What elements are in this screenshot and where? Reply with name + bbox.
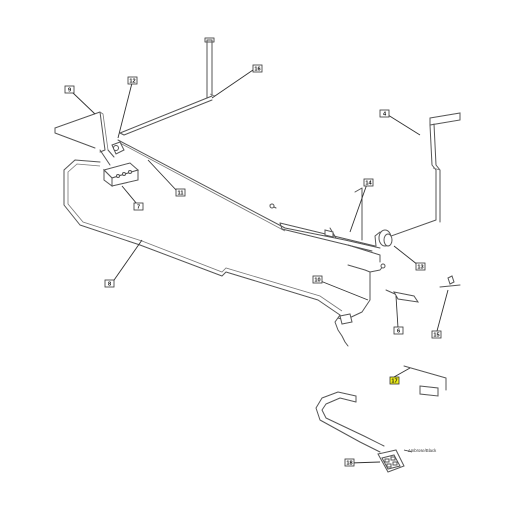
callout-8: 8 xyxy=(104,279,115,288)
part-12-sensor xyxy=(107,141,125,158)
callout-11: 11 xyxy=(175,188,186,197)
callout-16: 16 xyxy=(252,64,263,73)
svg-text:9: 9 xyxy=(68,88,71,94)
svg-text:15: 15 xyxy=(433,333,439,339)
callout-13: 13 xyxy=(415,262,426,271)
svg-text:12: 12 xyxy=(129,79,135,85)
part-7-control-box xyxy=(99,149,140,187)
part-14-plate xyxy=(279,187,381,263)
callout-17: 17 xyxy=(389,376,400,385)
callout-15: 15 xyxy=(431,330,442,339)
svg-text:16: 16 xyxy=(254,67,260,73)
part-8-wire-loop xyxy=(63,159,349,347)
part-17-module xyxy=(403,365,447,397)
svg-text:10: 10 xyxy=(314,278,320,284)
svg-text:4: 4 xyxy=(383,112,387,118)
leader-lines xyxy=(71,69,449,464)
part-6-box xyxy=(385,289,420,303)
callout-9: 9 xyxy=(64,85,75,94)
part-18-handle-switch xyxy=(315,391,405,473)
part-15-clip xyxy=(439,275,461,288)
part-13-connector xyxy=(374,229,393,247)
svg-text:8: 8 xyxy=(108,282,111,288)
main-harness-cable xyxy=(117,139,381,249)
svg-text:6: 6 xyxy=(397,329,400,335)
svg-text:11: 11 xyxy=(178,191,184,197)
switch-note: Ambrose/Black xyxy=(408,448,437,453)
part-16-rod xyxy=(119,37,216,136)
part-10-harness xyxy=(337,263,386,325)
callout-12: 12 xyxy=(127,76,138,85)
callout-14: 14 xyxy=(363,178,374,187)
callout-6: 6 xyxy=(393,326,404,335)
svg-text:13: 13 xyxy=(417,265,423,271)
part-4-bracket xyxy=(379,112,461,241)
callout-10-upper: 10 xyxy=(312,275,323,284)
part-9-bracket xyxy=(54,111,109,153)
svg-text:7: 7 xyxy=(137,205,140,211)
callout-7: 7 xyxy=(133,202,144,211)
svg-text:18: 18 xyxy=(346,461,352,467)
svg-text:14: 14 xyxy=(365,181,372,187)
svg-text:17: 17 xyxy=(391,379,397,385)
callout-4: 4 xyxy=(379,109,390,118)
callout-18: 18 xyxy=(344,458,355,467)
